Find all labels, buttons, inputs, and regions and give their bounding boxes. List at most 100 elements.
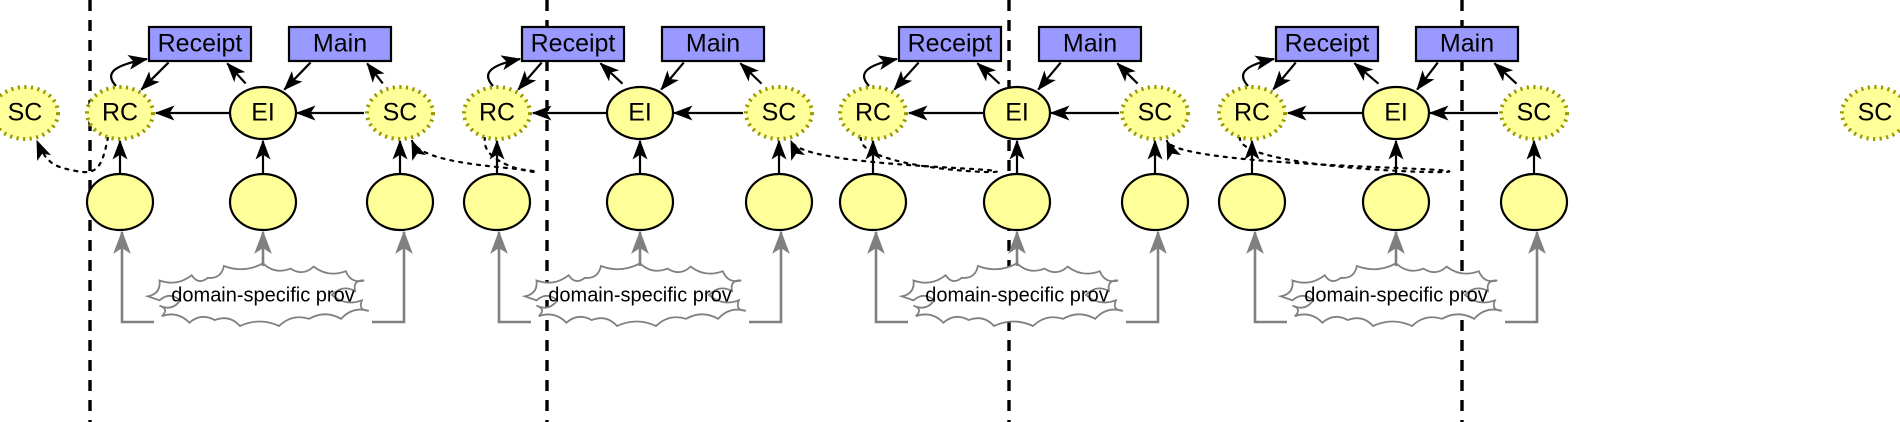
cloud-domain-prov-label: domain-specific prov xyxy=(548,284,731,306)
arrow-ei-to-receipt xyxy=(976,62,1001,85)
main-box: Main xyxy=(1414,25,1520,63)
cloud-domain-prov-shape xyxy=(898,262,1124,328)
gray-bracket-cloud-to-base-2 xyxy=(372,230,413,324)
dotted-arrow-rc-to-prev-sc xyxy=(1165,135,1451,174)
ei-node: EI xyxy=(982,85,1052,141)
rc-node-label: RC xyxy=(479,99,515,127)
gray-bracket-cloud-to-base-0 xyxy=(867,230,908,324)
base-node-sc xyxy=(365,172,435,232)
receipt-box-label: Receipt xyxy=(158,30,243,58)
arrow-main-to-ei xyxy=(283,61,312,91)
base-node-rc-shape xyxy=(462,172,532,232)
sc-node-label: SC xyxy=(383,99,418,127)
base-node-sc-shape xyxy=(744,172,814,232)
arrow-ei-to-receipt xyxy=(599,62,624,85)
rc-node-label: RC xyxy=(102,99,138,127)
sc-node-shape xyxy=(1499,85,1569,141)
base-node-sc xyxy=(1499,172,1569,232)
receipt-box-shape xyxy=(520,25,626,63)
rc-node-label: RC xyxy=(1234,99,1270,127)
gray-bracket-cloud-to-base-0 xyxy=(490,230,531,324)
base-node-ei xyxy=(982,172,1052,232)
base-node-sc-shape xyxy=(365,172,435,232)
base-node-rc xyxy=(462,172,532,232)
arrow-sc-to-main xyxy=(1493,62,1518,85)
dotted-arrow-rc-to-prev-sc xyxy=(789,135,998,174)
dotted-arrow-rc-to-prev-sc xyxy=(35,135,110,174)
arrow-receipt-to-rc xyxy=(517,61,543,91)
receipt-box-label: Receipt xyxy=(908,30,993,58)
main-box-shape xyxy=(1037,25,1143,63)
base-node-ei-shape xyxy=(605,172,675,232)
sc-node-clipped-shape xyxy=(0,85,60,141)
ei-node-shape xyxy=(1361,85,1431,141)
cloud-domain-prov-label: domain-specific prov xyxy=(1304,284,1487,306)
receipt-box: Receipt xyxy=(520,25,626,63)
sc-node-shape xyxy=(365,85,435,141)
ei-node-label: EI xyxy=(1384,99,1408,127)
gray-bracket-cloud-to-base-0 xyxy=(1246,230,1287,324)
sc-node: SC xyxy=(1499,85,1569,141)
base-node-ei xyxy=(228,172,298,232)
cloud-domain-prov-shape xyxy=(1277,262,1503,328)
arrow-main-to-ei xyxy=(1416,61,1439,91)
gray-bracket-cloud-to-base-0 xyxy=(113,230,154,324)
cloud-domain-prov-label: domain-specific prov xyxy=(925,284,1108,306)
base-node-ei-shape xyxy=(228,172,298,232)
rc-node: RC xyxy=(462,85,532,141)
base-node-ei-shape xyxy=(1361,172,1431,232)
arrow-sc-to-main xyxy=(739,62,763,85)
arrow-rc-to-receipt-curve xyxy=(1241,55,1276,87)
sc-node-label: SC xyxy=(1138,99,1173,127)
arrow-receipt-to-rc xyxy=(893,61,920,91)
arrow-rc-to-receipt-curve xyxy=(110,54,149,87)
base-node-ei xyxy=(1361,172,1431,232)
sc-node: SC xyxy=(365,85,435,141)
ei-node-label: EI xyxy=(251,99,275,127)
ei-node-shape xyxy=(605,85,675,141)
base-node-sc-shape xyxy=(1499,172,1569,232)
main-box-shape xyxy=(1414,25,1520,63)
cloud-domain-prov-shape xyxy=(521,262,747,328)
cloud-layer: domain-specific prov domain-specific prov… xyxy=(144,262,1503,328)
main-box-label: Main xyxy=(1063,30,1117,58)
receipt-box: Receipt xyxy=(1274,25,1380,63)
ei-node: EI xyxy=(1361,85,1431,141)
main-box-shape xyxy=(660,25,766,63)
rc-node-shape xyxy=(1217,85,1287,141)
rc-node-label: RC xyxy=(855,99,891,127)
cloud-domain-prov-label: domain-specific prov xyxy=(171,284,354,306)
gray-bracket-cloud-to-base-2 xyxy=(749,230,790,324)
sc-node-shape xyxy=(744,85,814,141)
sc-node-clipped: SC xyxy=(1840,85,1900,141)
receipt-box-label: Receipt xyxy=(1285,30,1370,58)
sc-node-label: SC xyxy=(762,99,797,127)
arrow-sc-to-main xyxy=(366,62,385,85)
arrow-sc-to-main xyxy=(1116,62,1139,85)
main-box-shape xyxy=(287,25,393,63)
ei-node-label: EI xyxy=(1005,99,1029,127)
receipt-box: Receipt xyxy=(147,25,253,63)
dotted-arrow-rc-to-prev-sc xyxy=(410,135,538,174)
sc-node-clipped-label: SC xyxy=(1858,99,1893,127)
sc-node: SC xyxy=(1120,85,1190,141)
ei-node-shape xyxy=(982,85,1052,141)
cloud-domain-prov-shape xyxy=(144,262,370,328)
main-box-label: Main xyxy=(686,30,740,58)
receipt-box-label: Receipt xyxy=(531,30,616,58)
arrow-ei-to-receipt xyxy=(1353,62,1380,85)
sc-node-shape xyxy=(1120,85,1190,141)
ei-node-label: EI xyxy=(628,99,652,127)
arrow-receipt-to-rc xyxy=(1272,61,1297,91)
arrow-main-to-ei xyxy=(660,61,685,91)
base-node-rc xyxy=(1217,172,1287,232)
main-box-label: Main xyxy=(1440,30,1494,58)
sc-node-clipped-shape xyxy=(1840,85,1900,141)
edge-layer xyxy=(35,54,1546,324)
ei-node: EI xyxy=(605,85,675,141)
sc-node-label: SC xyxy=(1517,99,1552,127)
base-node-rc-shape xyxy=(1217,172,1287,232)
main-box: Main xyxy=(1037,25,1143,63)
